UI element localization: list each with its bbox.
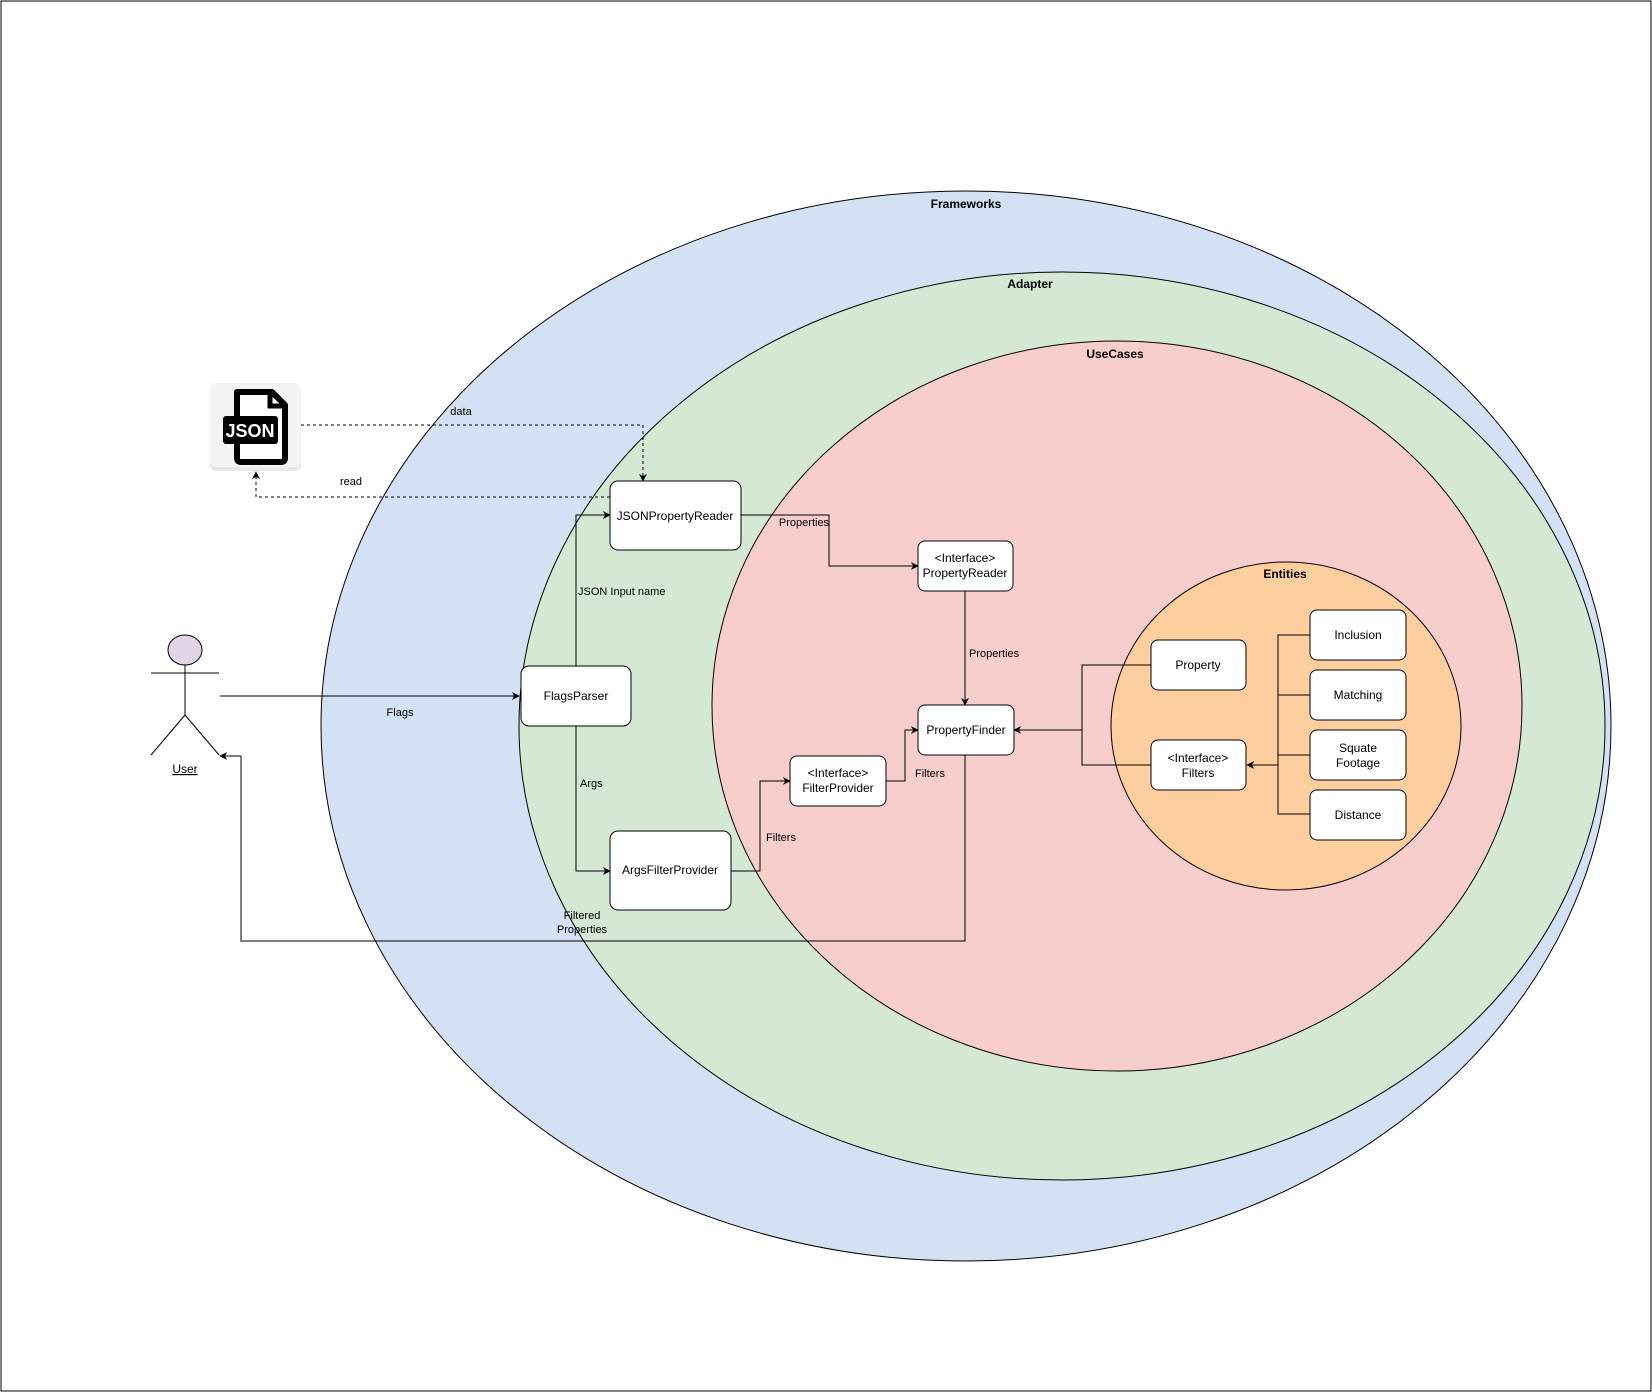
edge-filters-2 <box>886 726 919 782</box>
edge-label-filtered-properties-1: Filtered <box>564 910 601 922</box>
node-matching[interactable]: Matching <box>1309 669 1407 721</box>
edge-label-data: data <box>450 406 472 418</box>
adapter-title: Adapter <box>1007 277 1053 291</box>
node-square-footage[interactable]: Squate Footage <box>1309 729 1407 781</box>
edge-label-json-input-name: JSON Input name <box>578 586 665 598</box>
node-square-footage-label-2: Footage <box>1336 756 1380 770</box>
edge-label-filtered-properties-2: Properties <box>557 924 608 936</box>
node-distance[interactable]: Distance <box>1309 789 1407 841</box>
edge-label-properties-1: Properties <box>779 517 830 529</box>
edge-label-flags: Flags <box>387 707 414 719</box>
edge-filtered-properties <box>219 752 966 942</box>
actor-label: User <box>172 762 197 776</box>
node-inclusion-label: Inclusion <box>1334 628 1381 642</box>
node-property-reader-stereotype: <Interface> <box>935 551 996 565</box>
edge-args <box>575 726 611 875</box>
node-distance-label: Distance <box>1335 808 1382 822</box>
node-filter-provider-stereotype: <Interface> <box>808 766 869 780</box>
node-matching-label: Matching <box>1334 688 1383 702</box>
entities-layer <box>1110 561 1462 891</box>
edge-data <box>301 424 647 482</box>
edge-read <box>252 471 610 498</box>
edge-json-input-name <box>575 511 611 666</box>
json-file-icon: JSON <box>210 383 301 471</box>
node-filter-provider-label: FilterProvider <box>802 781 873 795</box>
node-property-finder-label: PropertyFinder <box>926 723 1005 737</box>
edge-label-filters-1: Filters <box>766 832 796 844</box>
node-json-property-reader-label: JSONPropertyReader <box>617 509 734 523</box>
edge-label-read: read <box>340 476 362 488</box>
node-property-label: Property <box>1175 658 1220 672</box>
node-filters-stereotype: <Interface> <box>1168 751 1229 765</box>
node-property-reader-label: PropertyReader <box>923 566 1008 580</box>
user-actor[interactable]: User <box>150 634 220 776</box>
node-args-filter-provider-label: ArgsFilterProvider <box>622 863 718 877</box>
entities-title: Entities <box>1263 567 1307 581</box>
node-flags-parser[interactable]: FlagsParser <box>520 665 632 727</box>
usecases-title: UseCases <box>1086 347 1144 361</box>
edge-label-properties-2: Properties <box>969 648 1020 660</box>
node-filters-label: Filters <box>1182 766 1215 780</box>
node-square-footage-label-1: Squate <box>1339 741 1377 755</box>
node-filters-interface[interactable]: <Interface> Filters <box>1150 739 1247 791</box>
json-icon-text: JSON <box>225 421 274 441</box>
node-flags-parser-label: FlagsParser <box>544 689 609 703</box>
node-inclusion[interactable]: Inclusion <box>1309 609 1407 661</box>
node-args-filter-provider[interactable]: ArgsFilterProvider <box>609 830 732 911</box>
node-property-reader-interface[interactable]: <Interface> PropertyReader <box>917 540 1014 592</box>
edge-label-filters-2: Filters <box>915 768 945 780</box>
edge-entities-bracket <box>1081 664 1151 766</box>
edge-properties-1 <box>741 514 919 570</box>
frameworks-title: Frameworks <box>931 197 1002 211</box>
edge-label-args: Args <box>580 778 603 790</box>
actor-head <box>167 634 203 666</box>
edge-filters-impl-bracket <box>1277 634 1310 815</box>
edge-filters-1 <box>731 777 791 872</box>
node-json-property-reader[interactable]: JSONPropertyReader <box>609 480 742 551</box>
node-property[interactable]: Property <box>1150 639 1247 691</box>
node-property-finder[interactable]: PropertyFinder <box>917 704 1015 756</box>
node-filter-provider-interface[interactable]: <Interface> FilterProvider <box>789 755 887 807</box>
